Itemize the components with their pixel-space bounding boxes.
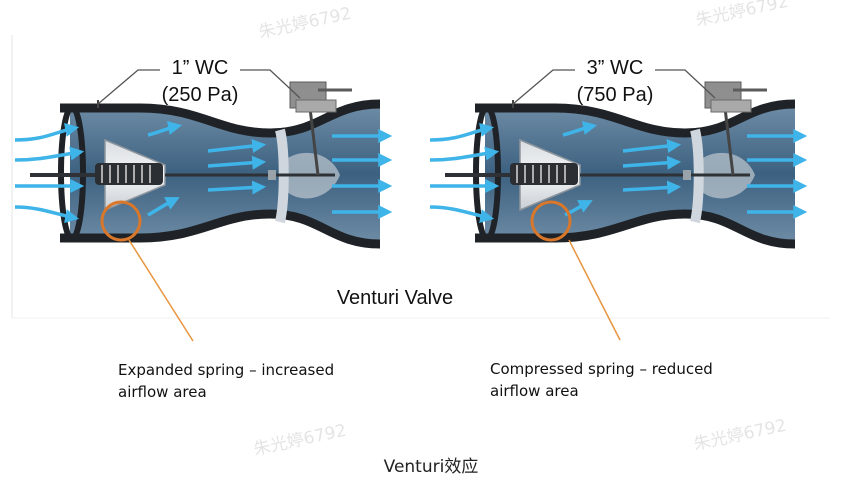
watermark-4: 朱光婷6792: [692, 416, 788, 455]
left-caption-line2: airflow area: [118, 383, 207, 401]
left-airflow-arrows: [14, 121, 393, 223]
left-caption-line1: Expanded spring – increased: [118, 361, 334, 379]
right-airflow-arrows: [429, 121, 808, 223]
arrow-mid-1: [207, 139, 267, 154]
right-pressure-line1: 3” WC: [587, 57, 644, 79]
arrow-top: [147, 121, 183, 137]
arrow-in-2: [429, 146, 500, 162]
right-leader-line-2: [655, 69, 716, 99]
right-valve: 3” WC (750 Pa): [429, 57, 808, 341]
right-valve-body: [445, 82, 795, 244]
arrow-mid-2: [207, 155, 267, 170]
arrow-top: [562, 121, 598, 137]
right-highlight-circle: [530, 200, 572, 242]
left-valve: 1” WC (250 Pa): [14, 57, 393, 342]
left-valve-body: [30, 82, 380, 244]
right-leader-line: [512, 69, 575, 105]
arrow-in-2: [14, 146, 85, 162]
arrow-in-1: [429, 123, 495, 142]
arrow-mid-3: [207, 180, 267, 195]
left-pointer-line: [128, 239, 194, 342]
figure-title: Venturi Valve: [337, 287, 453, 309]
watermark-2: 朱光婷6792: [694, 0, 790, 31]
left-pressure-line1: 1” WC: [172, 57, 229, 79]
left-highlight-circle: [100, 200, 142, 242]
arrow-in-1: [14, 123, 80, 142]
left-pressure-line2: (250 Pa): [162, 84, 239, 106]
left-leader-line: [97, 69, 160, 105]
right-pointer-line: [568, 239, 621, 341]
watermark-1: 朱光婷6792: [257, 4, 353, 43]
left-leader-line-2: [240, 69, 301, 99]
right-caption-line2: airflow area: [490, 382, 579, 400]
arrow-mid-3: [622, 180, 682, 195]
right-pressure-line2: (750 Pa): [577, 84, 654, 106]
arrow-in-4: [14, 205, 80, 223]
arrow-in-4: [429, 205, 495, 223]
figure-caption: Venturi效应: [383, 457, 479, 477]
right-caption-line1: Compressed spring – reduced: [490, 360, 713, 378]
arrow-bottom: [147, 197, 180, 217]
arrow-mid-1: [622, 139, 682, 154]
arrow-mid-2: [622, 155, 682, 170]
